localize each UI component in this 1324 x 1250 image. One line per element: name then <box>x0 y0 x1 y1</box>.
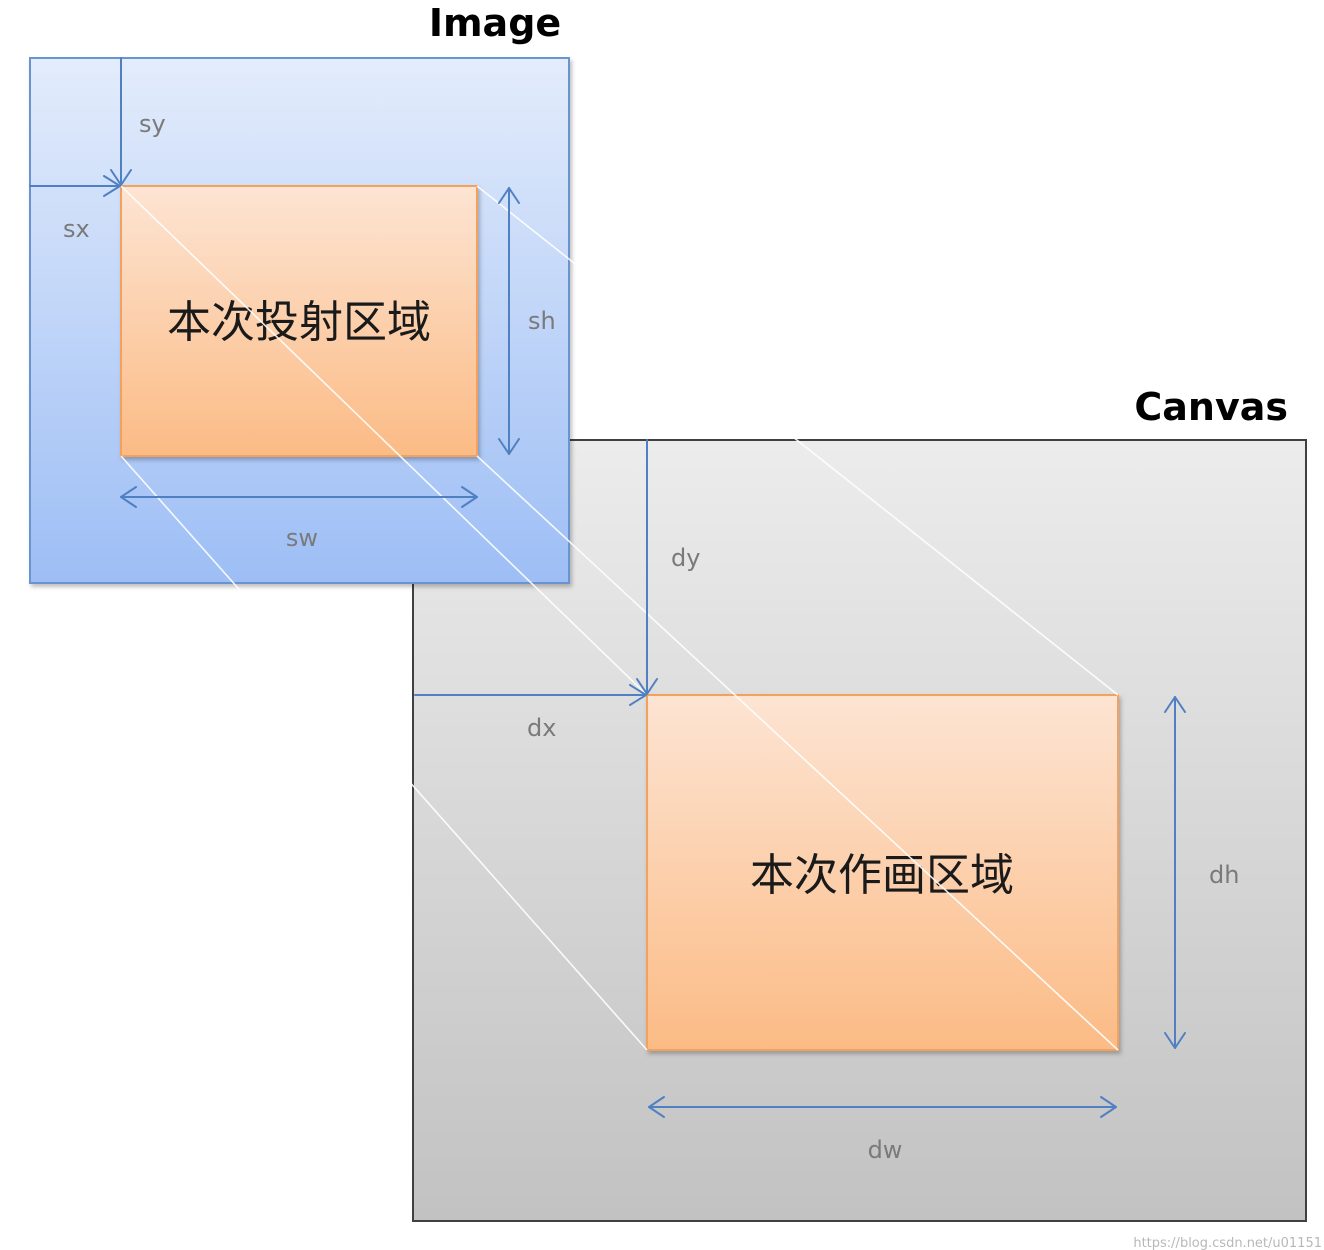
dy-label: dy <box>671 544 700 572</box>
dw-label: dw <box>868 1136 903 1164</box>
sh-arrow <box>498 187 520 455</box>
sw-arrow <box>120 486 478 508</box>
dx-arrow <box>414 684 647 706</box>
projection-line-bottom-left <box>120 455 648 1051</box>
dx-label: dx <box>527 714 556 742</box>
projection-line-top-left <box>120 185 648 696</box>
dy-arrow <box>636 439 658 695</box>
image-title: Image <box>429 1 561 45</box>
dw-arrow <box>648 1096 1117 1118</box>
canvas-title: Canvas <box>1134 385 1288 429</box>
dh-label: dh <box>1209 861 1239 889</box>
sx-label: sx <box>63 215 90 243</box>
projection-line-top-right <box>476 185 1119 696</box>
sh-label: sh <box>528 307 556 335</box>
sw-label: sw <box>286 524 318 552</box>
watermark: https://blog.csdn.net/u01151 <box>1133 1236 1322 1250</box>
projection-lines <box>120 185 1119 1051</box>
dh-arrow <box>1164 696 1186 1049</box>
dest-region <box>646 694 1119 1051</box>
sx-arrow <box>29 175 121 197</box>
sy-label: sy <box>139 110 166 138</box>
projection-line-bottom-right <box>476 455 1119 1051</box>
sy-arrow <box>110 57 132 186</box>
dest-region-label: 本次作画区域 <box>750 850 1014 901</box>
source-region-label: 本次投射区域 <box>167 297 431 348</box>
source-region <box>120 185 478 457</box>
